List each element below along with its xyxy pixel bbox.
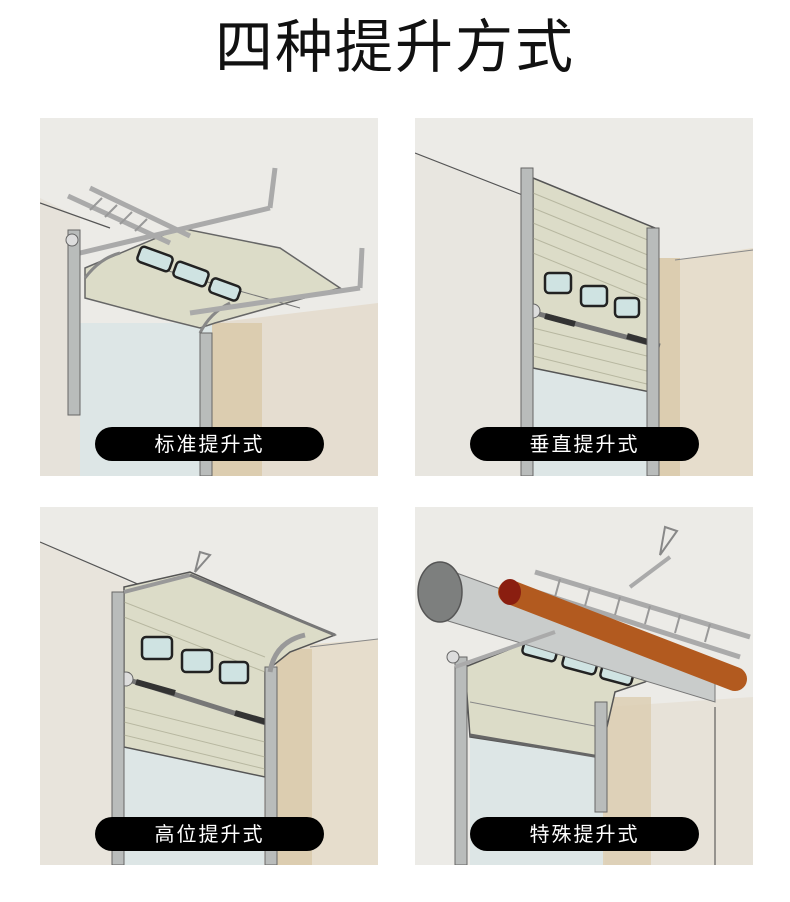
high-lift-card: 高位提升式 [40,507,378,865]
standard-lift-illustration [40,118,378,476]
standard-lift-card: 标准提升式 [40,118,378,476]
vertical-lift-illustration [415,118,753,476]
high-lift-label: 高位提升式 [95,817,324,851]
special-lift-illustration [415,507,753,865]
page-title: 四种提升方式 [214,13,575,81]
vertical-lift-label: 垂直提升式 [470,427,699,461]
vertical-lift-card: 垂直提升式 [415,118,753,476]
special-lift-label: 特殊提升式 [470,817,699,851]
high-lift-illustration [40,507,378,865]
standard-lift-label: 标准提升式 [95,427,324,461]
special-lift-card: 特殊提升式 [415,507,753,865]
